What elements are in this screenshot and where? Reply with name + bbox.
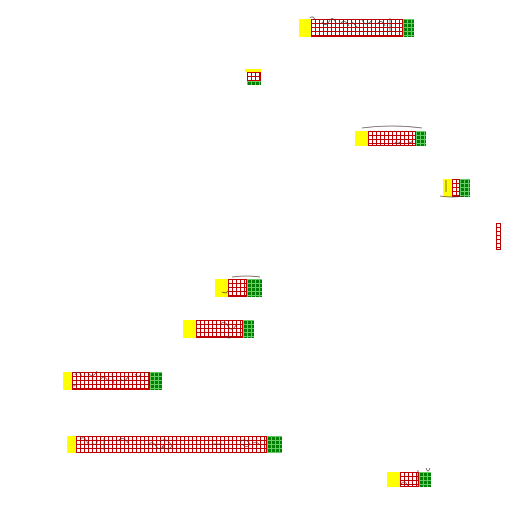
yellow-segment	[387, 472, 400, 487]
grid-strip-7	[183, 320, 254, 338]
red-grid-segment	[496, 223, 501, 250]
green-segment	[460, 179, 470, 197]
red-grid-segment	[247, 72, 261, 81]
grid-strip-4	[443, 179, 470, 197]
green-segment	[403, 19, 414, 37]
green-segment	[247, 81, 261, 85]
yellow-segment	[63, 372, 72, 390]
yellow-segment	[299, 19, 311, 37]
red-grid-segment	[452, 179, 460, 197]
red-grid-segment	[368, 131, 416, 146]
red-grid-segment	[72, 372, 150, 390]
red-grid-segment	[311, 19, 403, 37]
yellow-segment	[245, 69, 261, 72]
red-grid-segment	[196, 320, 243, 338]
red-grid-segment	[400, 472, 419, 487]
red-grid-segment	[76, 436, 267, 453]
yellow-segment	[355, 131, 368, 146]
yellow-segment	[443, 179, 452, 197]
grid-strip-10	[387, 472, 431, 487]
red-grid-segment	[228, 279, 247, 297]
yellow-segment	[67, 436, 76, 453]
grid-strip-6	[215, 279, 262, 297]
grid-strip-3	[355, 131, 426, 146]
grid-strip-5	[496, 223, 501, 250]
yellow-segment	[183, 320, 196, 338]
green-segment	[247, 279, 262, 297]
grid-strip-8	[63, 372, 162, 390]
green-segment	[416, 131, 426, 146]
grid-strip-1	[299, 19, 414, 37]
green-segment	[243, 320, 254, 338]
green-segment	[267, 436, 282, 453]
grid-strip-9	[67, 436, 282, 453]
green-segment	[150, 372, 162, 390]
green-segment	[419, 472, 431, 487]
grid-strip-2	[245, 69, 262, 85]
yellow-segment	[215, 279, 228, 297]
